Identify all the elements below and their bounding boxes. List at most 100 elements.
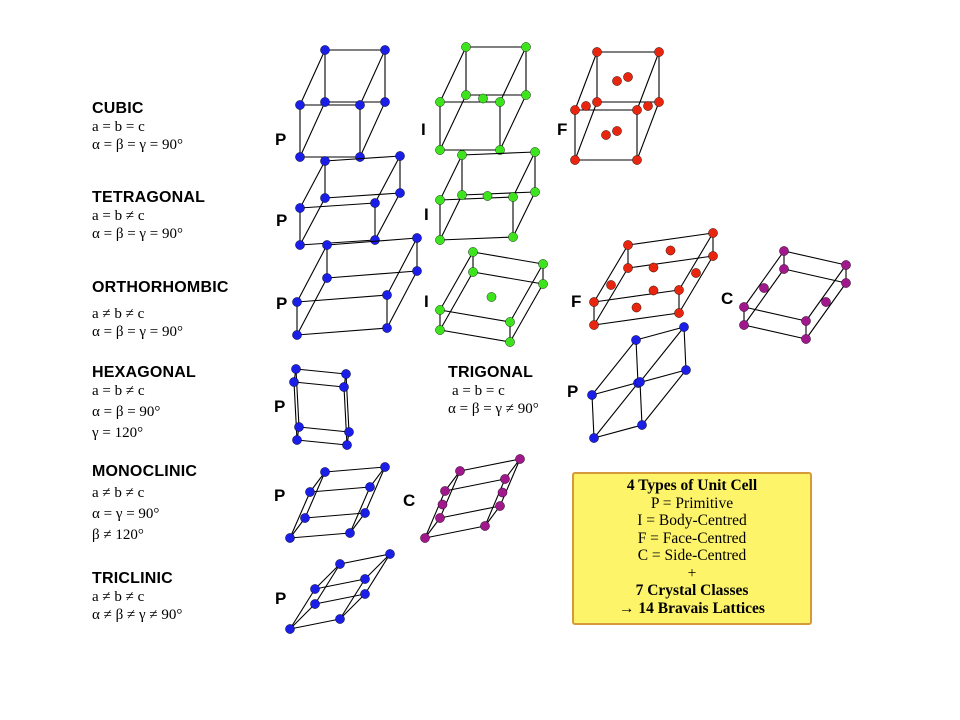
lattice-atom [435, 195, 445, 205]
cell-edge [374, 192, 401, 241]
lattice-atom [521, 90, 531, 100]
lattice-atom [440, 486, 450, 496]
lattice-atom [310, 584, 320, 594]
cell-edge [299, 49, 326, 106]
lattice-atom [589, 297, 599, 307]
lattice-atom [457, 190, 467, 200]
cell-edge [472, 271, 544, 285]
lattice-atom [412, 233, 422, 243]
lattice-atom [841, 260, 851, 270]
lattice-atom [505, 337, 515, 347]
legend-heading: 4 Types of Unit Cell [626, 477, 758, 494]
class-hexagonal: HEXAGONAL a = b ≠ c α = β = 90° γ = 120° [92, 364, 272, 442]
cell-edge [591, 339, 637, 396]
cell-edge [439, 251, 474, 311]
lattice-atom [538, 259, 548, 269]
lattice-atom [739, 302, 749, 312]
cell-edge [636, 101, 660, 161]
cell-edge [439, 329, 511, 343]
lattice-atom [320, 45, 330, 55]
lattice-atom [322, 273, 332, 283]
lattice-atom [370, 235, 380, 245]
lattice-atom [320, 156, 330, 166]
class-relation: α = γ = 90° [92, 506, 160, 522]
cell-edge [299, 197, 326, 246]
lattice-letter-p: P [274, 486, 286, 505]
lattice-letter-f: F [557, 120, 568, 139]
lattice-letter-c: C [721, 289, 734, 308]
cell-edge [635, 339, 639, 384]
cell-edge [591, 394, 595, 439]
cell-edge [593, 382, 639, 439]
cell-edge [439, 505, 501, 519]
lattice-atom [623, 263, 633, 273]
cell-edge [439, 46, 467, 103]
lattice-atom [342, 440, 352, 450]
lattice-atom [708, 251, 718, 261]
cell-edge [743, 306, 807, 322]
lattice-atom [631, 302, 642, 313]
lattice-atom [360, 574, 370, 584]
lattice-atom [435, 97, 445, 107]
cell-edge [509, 263, 544, 323]
lattice-atom [478, 93, 488, 104]
class-relation: α = β = γ ≠ 90° [448, 401, 539, 417]
lattice-atom [370, 198, 380, 208]
lattice-atom [468, 267, 478, 277]
lattice-atom [380, 462, 390, 472]
lattice-atom [380, 45, 390, 55]
cell-edge [293, 381, 345, 388]
unit-cell-legend: 4 Types of Unit Cell P = Primitive I = B… [572, 472, 812, 625]
lattice-atom [360, 508, 370, 518]
lattice-atom [631, 335, 641, 345]
cell-edge [364, 553, 391, 580]
lattice-atom [570, 155, 580, 165]
class-cubic: CUBIC a = b = c α = β = γ = 90° [92, 100, 272, 154]
class-monoclinic: MONOCLINIC a ≠ b ≠ c α = γ = 90° β ≠ 120… [92, 463, 272, 544]
lattice-atom [515, 454, 525, 464]
class-relation: γ = 120° [92, 425, 144, 441]
lattice-atom [382, 290, 392, 300]
lattice-atom [380, 97, 390, 107]
cell-edge [296, 277, 328, 336]
class-name: ORTHORHOMBIC [92, 279, 229, 296]
cell-edge [364, 466, 386, 514]
class-relation: α = β = 90° [92, 404, 161, 420]
lattice-atom [665, 245, 676, 256]
lattice-atom [365, 482, 375, 492]
lattice-atom [395, 188, 405, 198]
class-tetragonal: TETRAGONAL a = b ≠ c α = β = γ = 90° [92, 189, 272, 243]
lattice-atom [679, 322, 689, 332]
cell-edge [289, 603, 316, 630]
cell-edge [296, 294, 388, 303]
lattice-atom [495, 97, 505, 107]
cell-edge [439, 309, 511, 323]
lattice-atom [623, 72, 633, 82]
cell-edge [289, 532, 351, 539]
lattice-atom [691, 268, 701, 278]
lattice-atom [289, 377, 299, 387]
lattice-atom [508, 192, 518, 202]
cell-edge [314, 563, 341, 605]
cell-edge [345, 373, 350, 433]
lattice-atom [412, 266, 422, 276]
cell-edge [743, 268, 785, 326]
class-name: HEXAGONAL [92, 364, 197, 381]
lattice-atom [341, 369, 351, 379]
class-relation: a ≠ b ≠ c [92, 306, 145, 322]
class-relation: α = β = γ = 90° [92, 324, 183, 340]
lattice-atom [455, 466, 465, 476]
lattice-letter-p: P [275, 130, 287, 149]
cell-edge [591, 381, 641, 396]
cell-edge [296, 244, 328, 303]
lattice-atom [635, 377, 645, 387]
lattice-atom [344, 427, 354, 437]
cell-edge [593, 424, 643, 439]
lattice-letter-c: C [403, 491, 416, 510]
cell-edge [424, 525, 486, 539]
lattice-atom [461, 42, 471, 52]
lattice-atom [674, 308, 684, 318]
lattice-atom [322, 240, 332, 250]
cell-edge [349, 486, 371, 534]
lattice-atom [285, 533, 295, 543]
